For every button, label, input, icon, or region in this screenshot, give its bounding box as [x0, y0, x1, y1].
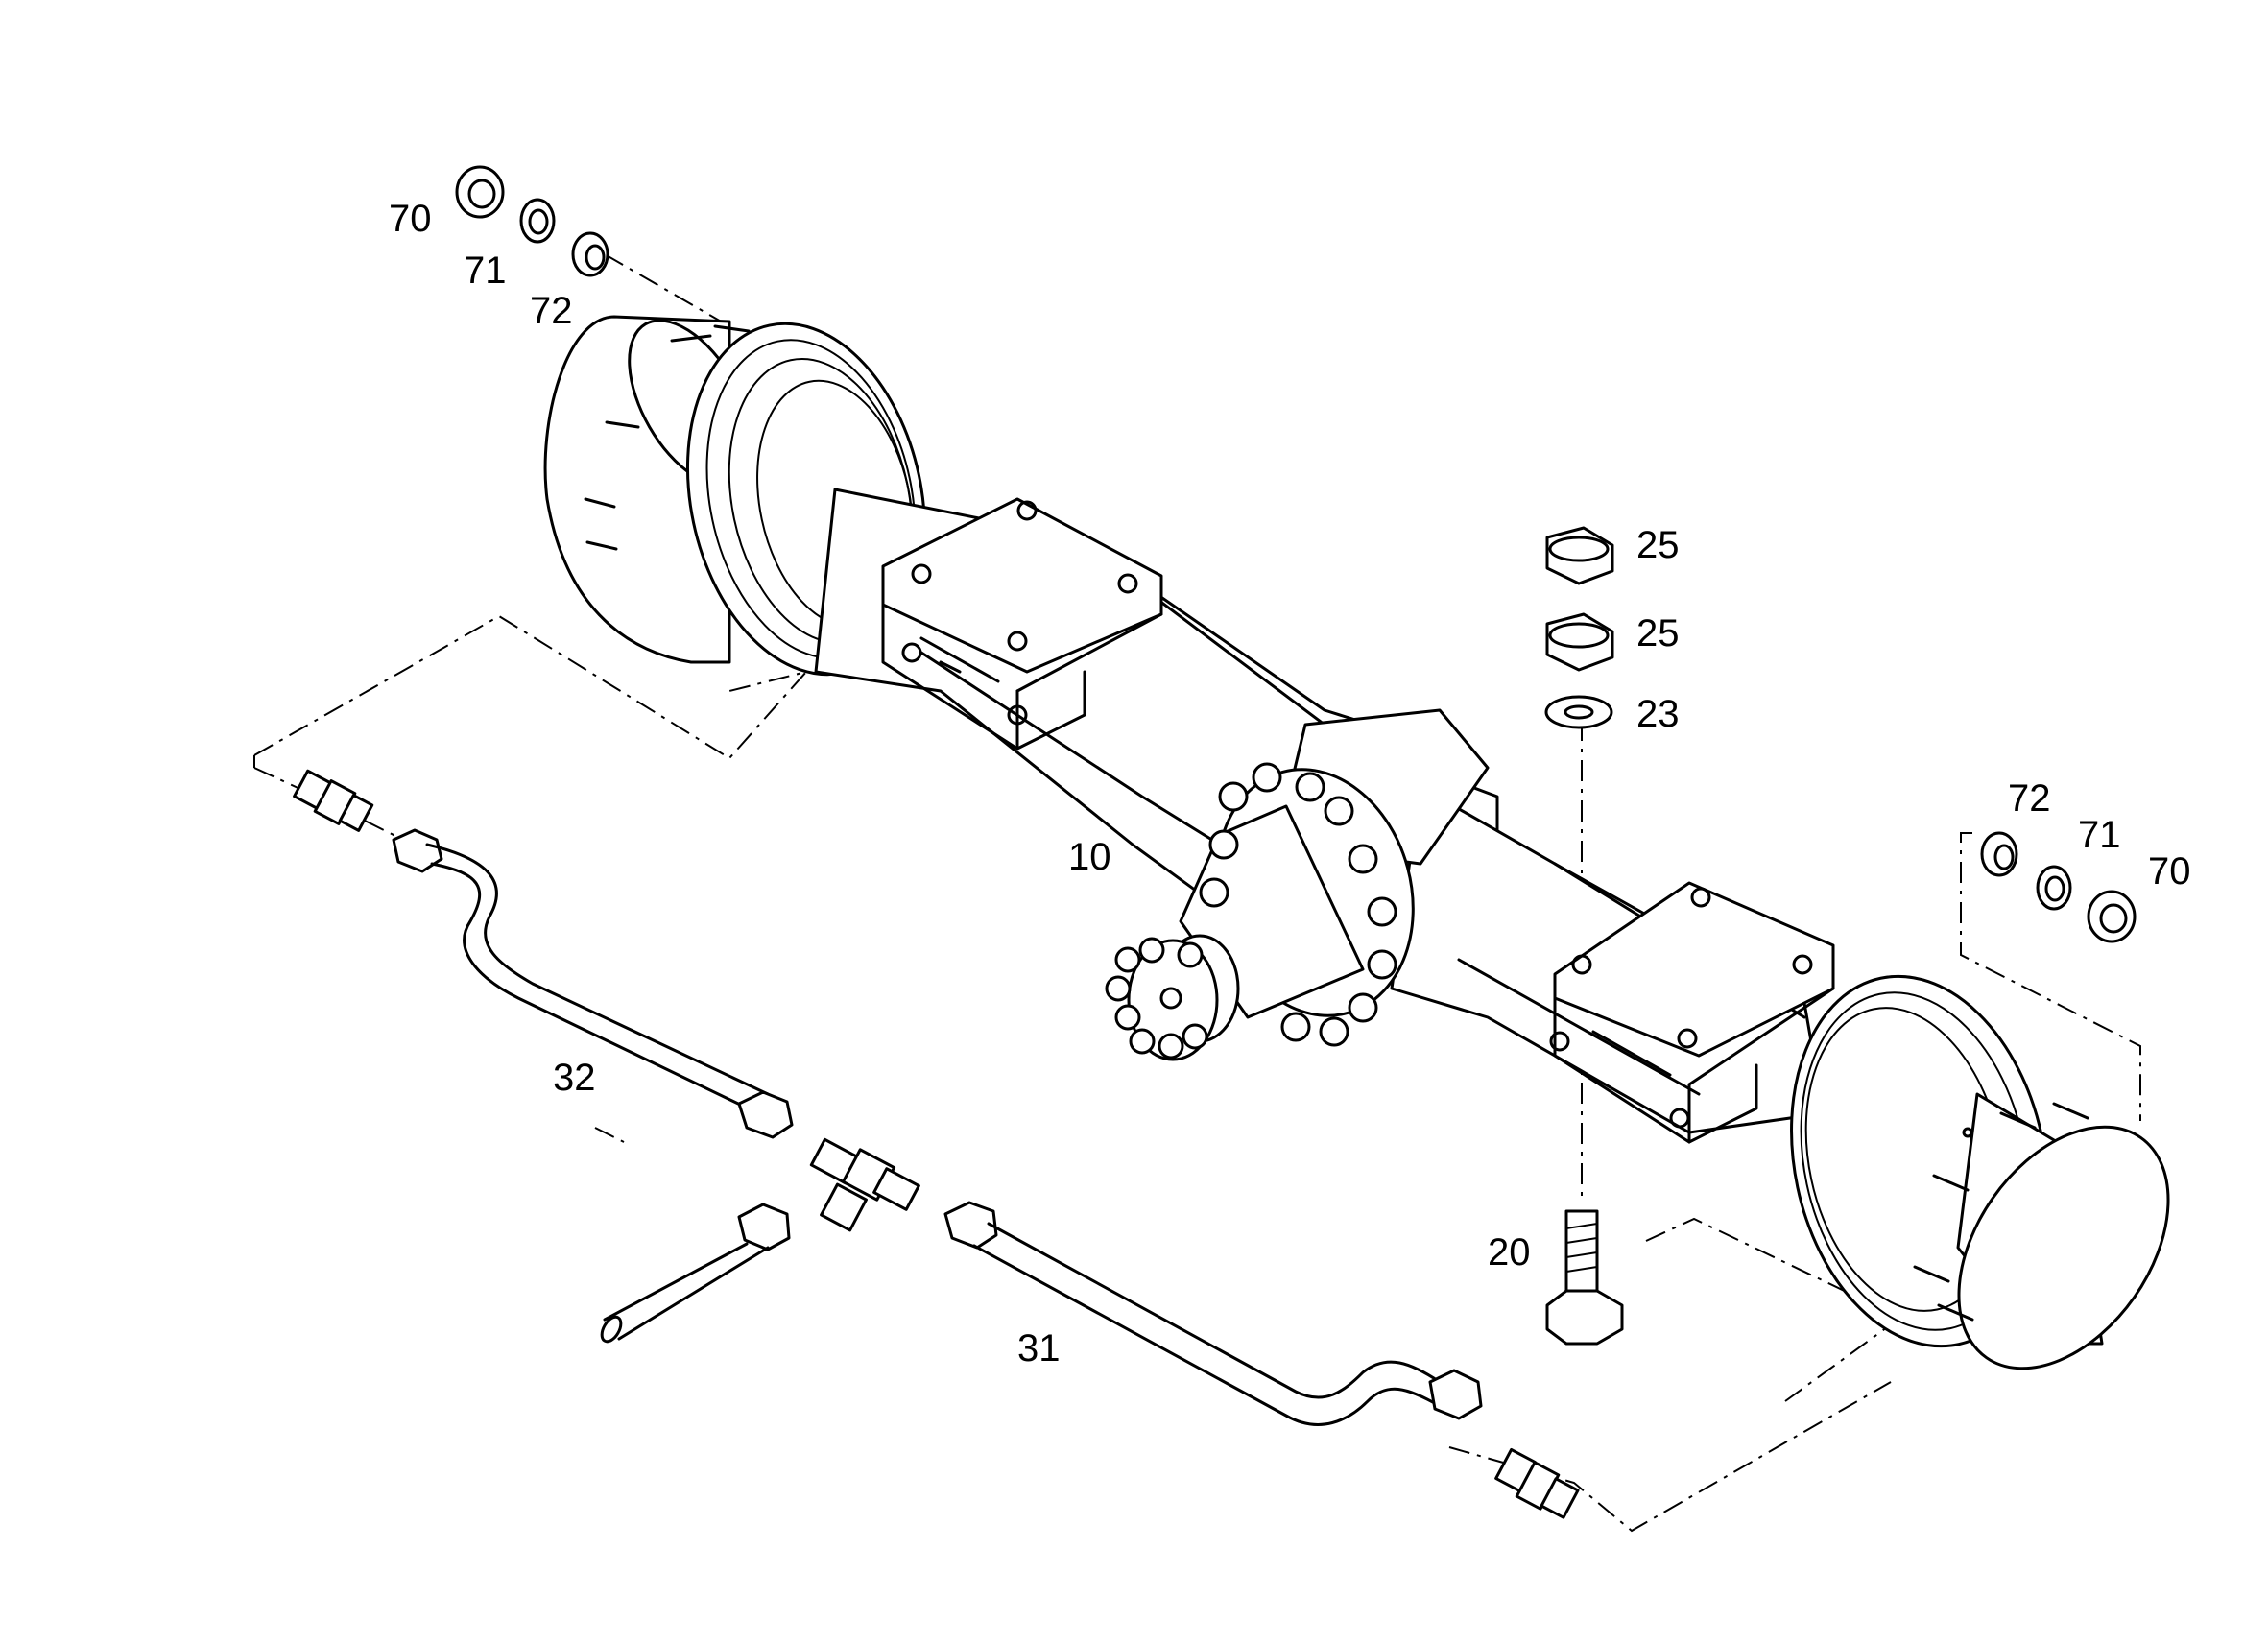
callout-72-right: 72 [2008, 777, 2051, 820]
mounting-fasteners [1544, 526, 1624, 1346]
callout-32: 32 [553, 1057, 596, 1099]
washer-23 [1544, 695, 1613, 729]
callout-23: 23 [1636, 693, 1680, 735]
lock-washer-71-left [519, 198, 556, 244]
differential [1105, 708, 1490, 1061]
bolt-20 [1545, 1209, 1624, 1346]
nut-70-right [2087, 890, 2137, 943]
right-hub-hardware [1980, 831, 2137, 943]
fitting-left-union [293, 769, 374, 832]
callout-70-left: 70 [389, 198, 432, 240]
right-spring-seat [1549, 881, 1835, 1144]
nut-25-mid [1545, 612, 1614, 672]
tee-fitting [809, 1137, 920, 1232]
left-spring-seat [881, 497, 1163, 751]
left-hub-studs [584, 324, 751, 551]
brake-line-31 [943, 1201, 1580, 1519]
brake-line-32 [293, 769, 794, 1139]
right-wheel-hub [1790, 974, 2170, 1370]
callout-31: 31 [1017, 1327, 1061, 1370]
callout-10: 10 [1068, 836, 1111, 878]
feed-line [600, 1203, 791, 1344]
callout-71-right: 71 [2078, 814, 2121, 856]
callout-70-right: 70 [2148, 850, 2191, 893]
spacer-72-left [571, 231, 609, 277]
callout-25-top: 25 [1636, 524, 1680, 566]
callout-72-left: 72 [530, 290, 573, 332]
nut-70-left [455, 165, 505, 219]
callout-20: 20 [1488, 1231, 1531, 1274]
spacer-72-right [1980, 831, 2018, 877]
nut-25-top [1545, 526, 1614, 585]
callout-71-left: 71 [464, 250, 507, 292]
left-hub-hardware [455, 165, 609, 277]
fitting-right-union [1494, 1447, 1580, 1519]
callout-25-mid: 25 [1636, 612, 1680, 655]
lock-washer-71-right [2036, 865, 2072, 911]
right-hub-studs [1913, 1102, 2089, 1322]
differential-bolts [1105, 762, 1397, 1060]
